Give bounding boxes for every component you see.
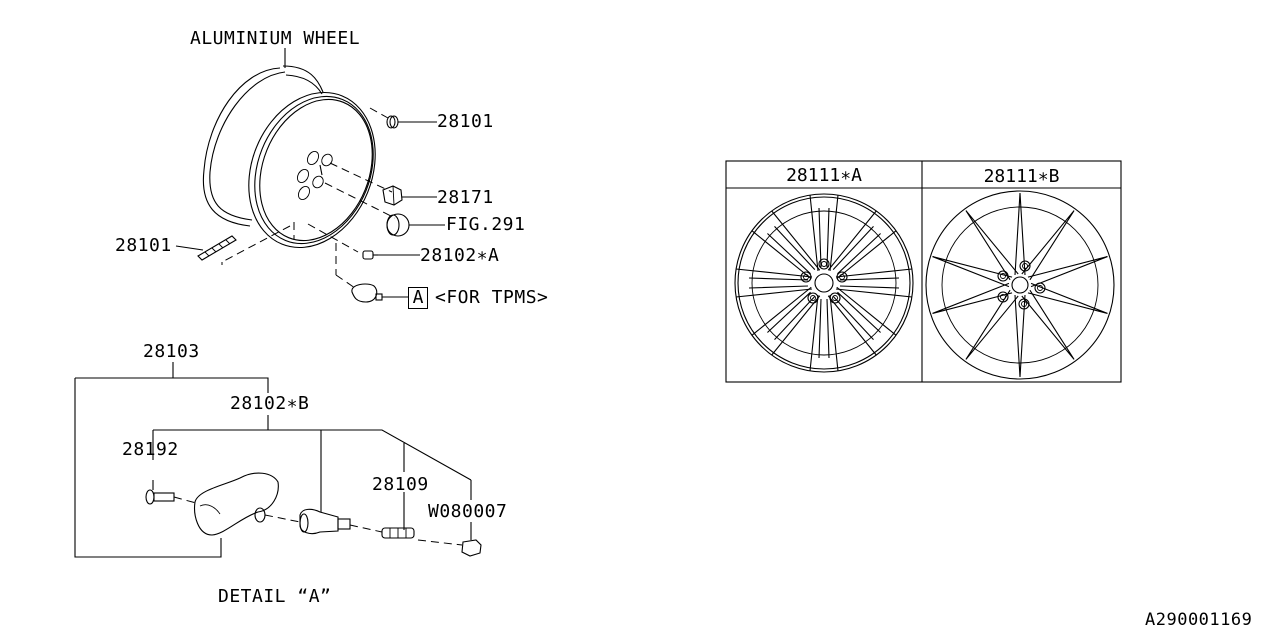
part-callout-28101-top[interactable]: 28101 [437,111,494,132]
diagram-title: ALUMINIUM WHEEL [190,28,361,49]
detail-a-title: DETAIL “A” [218,586,332,607]
wheel-a-drawing [734,193,914,373]
part-callout-28101-left[interactable]: 28101 [115,235,172,256]
part-callout-w080007[interactable]: W080007 [428,501,508,522]
part-callout-28103[interactable]: 28103 [143,341,200,362]
part-callout-28102-a[interactable]: 28102∗A [420,245,500,266]
detail-a-marker[interactable]: A [408,287,428,309]
part-callout-28102-b[interactable]: 28102∗B [230,393,310,414]
part-callout-28109[interactable]: 28109 [372,474,429,495]
detail-a-drawing [74,362,482,558]
wheel-table-header-b[interactable]: 28111∗B [983,166,1060,187]
wheel-variants-table [725,160,1122,383]
wheel-table-header-a[interactable]: 28111∗A [786,165,862,186]
part-callout-28171[interactable]: 28171 [437,187,494,208]
diagram-reference-code: A290001169 [1145,610,1253,630]
wheel-b-drawing [925,190,1115,380]
part-callout-28192[interactable]: 28192 [122,439,179,460]
tpms-note: <FOR TPMS> [435,287,549,308]
figure-reference-291[interactable]: FIG.291 [446,214,526,235]
aluminium-wheel-drawing [175,48,445,303]
